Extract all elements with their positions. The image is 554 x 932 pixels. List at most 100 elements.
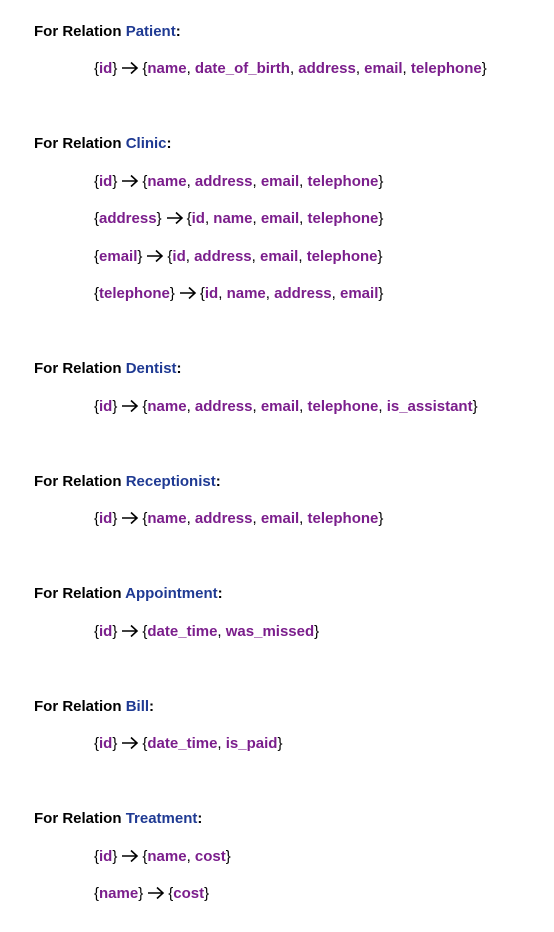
comma-separator: , (218, 285, 227, 302)
attribute-name: address (298, 60, 356, 77)
close-brace: } (481, 60, 487, 77)
open-brace: { (94, 885, 100, 902)
right-arrow-icon (122, 736, 139, 750)
comma-separator: , (252, 510, 261, 527)
attribute-name: id (99, 848, 113, 865)
attribute-name: id (191, 210, 205, 227)
open-brace: { (142, 848, 148, 865)
relation-name: Appointment (125, 585, 218, 602)
attribute-name: id (99, 173, 113, 190)
relation-heading-dentist: For Relation Dentist: (34, 360, 182, 378)
open-brace: { (94, 248, 100, 265)
open-brace: { (199, 285, 205, 302)
open-brace: { (94, 210, 100, 227)
heading-prefix: For Relation (34, 135, 122, 152)
attribute-name: name (147, 398, 187, 415)
comma-separator: , (217, 735, 226, 752)
close-brace: } (378, 173, 384, 190)
comma-separator: , (186, 60, 195, 77)
heading-colon: : (176, 360, 182, 377)
attribute-name: telephone (307, 173, 379, 190)
right-arrow-icon (166, 211, 183, 225)
comma-separator: , (251, 248, 260, 265)
attribute-name: id (99, 398, 113, 415)
attribute-name: telephone (307, 398, 379, 415)
fd-line: {name}{cost} (94, 885, 209, 903)
attribute-name: is_assistant (386, 398, 473, 415)
comma-separator: , (299, 210, 308, 227)
attribute-name: name (99, 885, 139, 902)
attribute-name: telephone (99, 285, 170, 302)
relation-name: Patient (125, 23, 176, 40)
close-brace: } (112, 623, 118, 640)
attribute-name: email (340, 285, 379, 302)
attribute-name: email (260, 398, 300, 415)
heading-colon: : (166, 135, 172, 152)
close-brace: } (277, 735, 283, 752)
attribute-name: address (194, 248, 252, 265)
attribute-name: name (147, 173, 187, 190)
heading-prefix: For Relation (34, 698, 122, 715)
open-brace: { (142, 735, 148, 752)
attribute-name: cost (173, 885, 205, 902)
attribute-name: address (194, 173, 253, 190)
comma-separator: , (186, 173, 195, 190)
relation-heading-appointment: For Relation Appointment: (34, 585, 223, 603)
fd-line: {id}{date_time, was_missed} (94, 623, 319, 641)
comma-separator: , (185, 248, 195, 265)
open-brace: { (94, 285, 100, 302)
attribute-name: date_time (147, 735, 218, 752)
relation-heading-bill: For Relation Bill: (34, 698, 154, 716)
comma-separator: , (298, 248, 307, 265)
right-arrow-icon (122, 174, 139, 188)
relation-heading-patient: For Relation Patient: (34, 23, 181, 41)
close-brace: } (314, 623, 320, 640)
attribute-name: date_time (147, 623, 218, 640)
relation-heading-clinic: For Relation Clinic: (34, 135, 172, 153)
fd-line: {id}{name, address, email, telephone} (94, 173, 383, 191)
attribute-name: date_of_birth (194, 60, 290, 77)
fd-line: {address}{id, name, email, telephone} (94, 210, 383, 228)
attribute-name: email (364, 60, 403, 77)
comma-separator: , (402, 60, 411, 77)
close-brace: } (472, 398, 478, 415)
attribute-name: email (99, 248, 138, 265)
attribute-name: address (99, 210, 157, 227)
close-brace: } (204, 885, 210, 902)
close-brace: } (378, 210, 384, 227)
open-brace: { (94, 510, 100, 527)
open-brace: { (142, 398, 148, 415)
heading-colon: : (217, 585, 223, 602)
fd-line: {email}{id, address, email, telephone} (94, 248, 383, 266)
fd-line: {id}{name, address, email, telephone} (94, 510, 383, 528)
attribute-name: email (260, 173, 300, 190)
heading-colon: : (197, 810, 203, 827)
open-brace: { (142, 623, 148, 640)
attribute-name: email (259, 248, 299, 265)
open-brace: { (142, 60, 148, 77)
relation-name: Clinic (125, 135, 167, 152)
heading-prefix: For Relation (34, 360, 122, 377)
open-brace: { (167, 248, 173, 265)
comma-separator: , (204, 210, 214, 227)
relation-name: Dentist (125, 360, 177, 377)
comma-separator: , (217, 623, 226, 640)
attribute-name: id (172, 248, 186, 265)
attribute-name: address (194, 398, 253, 415)
relation-heading-receptionist: For Relation Receptionist: (34, 473, 221, 491)
close-brace: } (378, 510, 384, 527)
comma-separator: , (378, 398, 387, 415)
close-brace: } (169, 285, 175, 302)
attribute-name: was_missed (225, 623, 315, 640)
open-brace: { (94, 60, 100, 77)
close-brace: } (137, 248, 143, 265)
attribute-name: address (274, 285, 332, 302)
close-brace: } (112, 173, 118, 190)
comma-separator: , (186, 848, 195, 865)
heading-colon: : (149, 698, 155, 715)
attribute-name: email (260, 510, 300, 527)
heading-prefix: For Relation (34, 810, 122, 827)
open-brace: { (94, 735, 100, 752)
attribute-name: telephone (306, 248, 378, 265)
